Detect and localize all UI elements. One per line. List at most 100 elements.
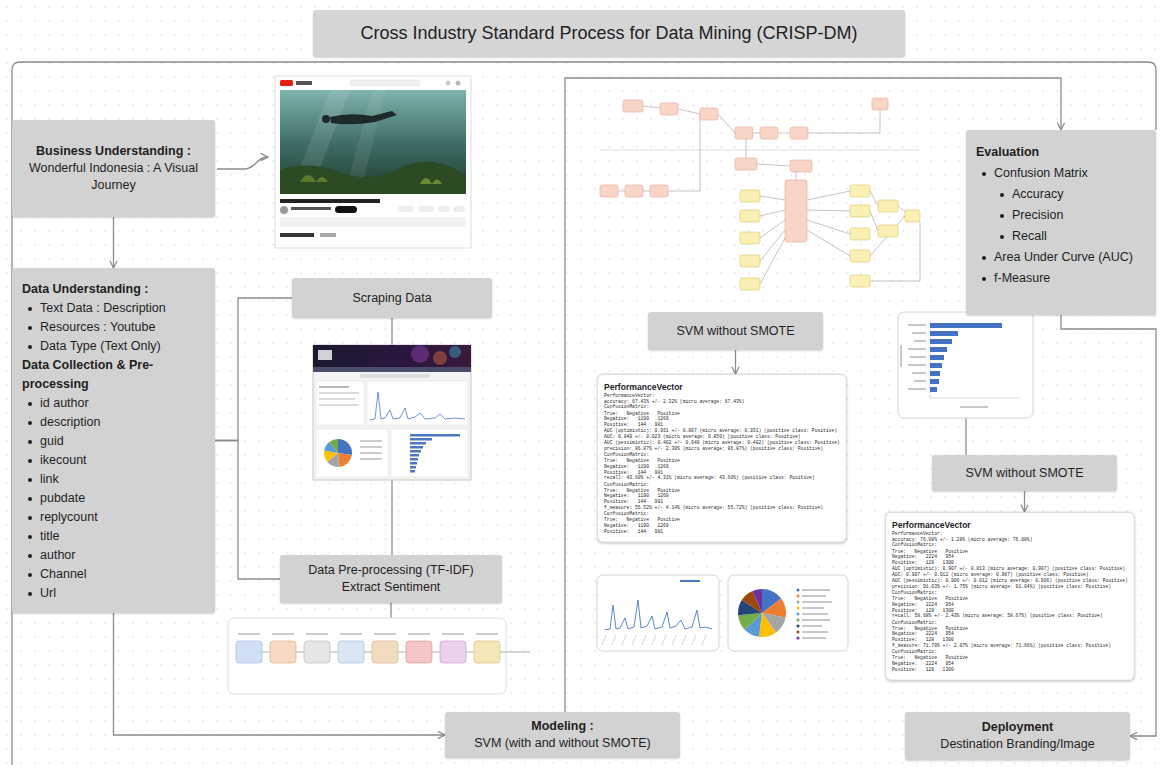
text-row: ConfusionMatrix: bbox=[604, 482, 840, 488]
node-text: SVM without SMOTE bbox=[676, 324, 794, 338]
node-text: accuracy: 76.08% +/- 1.28% (micro averag… bbox=[892, 537, 1032, 542]
text-row: f_measure: 55.52% +/- 4.14% (micro avera… bbox=[604, 505, 840, 511]
text-row: Resources : Youtube bbox=[22, 318, 205, 337]
node-text: PerformanceVector: bbox=[892, 531, 943, 536]
scraping-dashboard-screenshot-part bbox=[360, 452, 382, 454]
bar-chart-card-part-part bbox=[914, 380, 926, 382]
node-text: precision: 91.03% +/- 1.75% (micro avera… bbox=[892, 584, 1111, 589]
bullet-dot bbox=[28, 459, 32, 463]
operator-chain-screenshot-part bbox=[338, 641, 364, 663]
node-heading: Business Understanding : bbox=[36, 144, 191, 158]
node-text: Negative: 1190 1269 bbox=[604, 493, 669, 498]
text-row: Wonderful Indonesia : A Visual Journey bbox=[22, 160, 205, 194]
scraping-dashboard-screenshot-part-part bbox=[331, 446, 345, 460]
node-text: pubdate bbox=[40, 491, 85, 505]
node-text: AUC (optimistic): 0.907 +/- 0.013 (micro… bbox=[892, 566, 1125, 571]
process-diagram-screenshot-part-part bbox=[740, 210, 760, 222]
scraping-dashboard-screenshot-part bbox=[316, 381, 364, 425]
bar-chart-card-part bbox=[930, 320, 1020, 398]
operator-chain-screenshot-part-part bbox=[374, 633, 396, 635]
pie-chart-card-part-part bbox=[802, 625, 822, 627]
scraping-dashboard-screenshot-part bbox=[360, 458, 382, 460]
scraping-dashboard-screenshot-part bbox=[313, 345, 471, 367]
text-row: AUC: 0.907 +/- 0.012 (micro average: 0.9… bbox=[892, 572, 1128, 578]
bullet-dot bbox=[28, 326, 32, 330]
scraping-dashboard-screenshot-part-part bbox=[331, 446, 345, 460]
node-text: Negative: 2224 954 bbox=[892, 602, 954, 607]
node-text: ConfusionMatrix: bbox=[604, 452, 649, 457]
bullet-dot bbox=[28, 497, 32, 501]
text-row: Data Pre-processing (TF-IDF) bbox=[290, 562, 492, 579]
youtube-screenshot-part bbox=[275, 76, 471, 248]
youtube-screenshot bbox=[275, 76, 471, 248]
bar-chart-card-part-part bbox=[960, 406, 988, 408]
phase-box: Business Understanding : Wonderful Indone… bbox=[12, 120, 215, 217]
node-heading: Data Collection & Pre-processing bbox=[22, 358, 153, 391]
scraping-dashboard-screenshot-part-part bbox=[410, 434, 460, 437]
pie-chart-card-part bbox=[797, 607, 800, 610]
node-text: Positive: 128 1300 bbox=[892, 608, 954, 613]
pie-chart-card-part-part bbox=[750, 601, 774, 625]
node-text: AUC (optimistic): 0.931 +/- 0.007 (micro… bbox=[604, 428, 837, 433]
node-text: accuracy: 67.43% +/- 2.32% (micro averag… bbox=[604, 399, 744, 404]
pie-chart-card bbox=[728, 575, 848, 651]
text-row: f-Measure bbox=[976, 268, 1146, 289]
node-text: replycount bbox=[40, 510, 98, 524]
scraping-dashboard-screenshot-part-part bbox=[410, 450, 421, 453]
text-row: True: Negative Positive bbox=[892, 625, 1128, 631]
text-row: PerformanceVector: bbox=[604, 393, 840, 399]
text-row: ConfusionMatrix: bbox=[892, 649, 1128, 655]
operator-chain-screenshot-part-part bbox=[442, 633, 464, 635]
youtube-screenshot-part bbox=[330, 111, 397, 124]
bar-chart-card-part-part bbox=[930, 323, 1002, 328]
text-row: Positive: 144 981 bbox=[604, 422, 840, 428]
process-diagram-screenshot-part-part bbox=[872, 98, 888, 110]
node-text: Negative: 1190 1269 bbox=[604, 523, 669, 528]
pie-chart-card-part bbox=[797, 601, 800, 604]
text-row: ConfusionMatrix: bbox=[604, 405, 840, 411]
text-row: Negative: 1190 1269 bbox=[604, 464, 840, 470]
text-row: PerformanceVector: bbox=[892, 531, 1128, 537]
youtube-screenshot-part bbox=[320, 233, 336, 237]
text-row: Negative: 2224 954 bbox=[892, 602, 1128, 608]
node-text: author bbox=[40, 548, 75, 562]
process-diagram-screenshot-part-part bbox=[850, 185, 870, 197]
node-text: Positive: 144 981 bbox=[604, 422, 663, 427]
node-heading: Evaluation bbox=[976, 145, 1039, 159]
process-diagram-screenshot-part-part bbox=[850, 275, 870, 287]
operator-chain-screenshot-part-part bbox=[306, 633, 328, 635]
scraping-dashboard-screenshot-part bbox=[313, 367, 471, 372]
operator-chain-screenshot-part-part bbox=[340, 633, 362, 635]
text-row: title bbox=[22, 527, 205, 546]
process-diagram-screenshot-part-part bbox=[650, 185, 668, 197]
process-diagram-screenshot-part-part bbox=[785, 180, 807, 242]
node-heading: PerformanceVector bbox=[892, 520, 971, 529]
node-text: Area Under Curve (AUC) bbox=[994, 250, 1133, 264]
pie-chart-card-part-part bbox=[802, 601, 832, 603]
node-text: Extract Sentiment bbox=[342, 580, 441, 594]
bullet-dot bbox=[1000, 193, 1004, 197]
pie-chart-card-part-part bbox=[802, 613, 828, 615]
node-text: Scraping Data bbox=[352, 291, 431, 305]
pie-chart-card-part bbox=[797, 625, 800, 628]
text-row: Negative: 1190 1269 bbox=[604, 493, 840, 499]
operator-chain-screenshot-part-part bbox=[408, 633, 430, 635]
node-heading: Modeling : bbox=[531, 719, 594, 733]
pie-chart-card-part-part bbox=[802, 595, 826, 597]
text-row: Business Understanding : bbox=[22, 143, 205, 160]
text-row: pubdate bbox=[22, 489, 205, 508]
process-diagram-screenshot-part-part bbox=[878, 225, 898, 237]
bullet-dot bbox=[982, 277, 986, 281]
text-row: ConfusionMatrix: bbox=[604, 511, 840, 517]
youtube-screenshot-part bbox=[438, 206, 450, 212]
node-text: ConfusionMatrix: bbox=[892, 649, 937, 654]
scraping-dashboard-screenshot-part-part bbox=[410, 446, 423, 449]
text-row: AUC: 0.849 +/- 0.023 (micro average: 0.8… bbox=[604, 434, 840, 440]
pie-chart-card-part-part bbox=[750, 601, 774, 625]
pie-chart-card-part-part bbox=[750, 601, 774, 625]
scraping-dashboard-screenshot-part bbox=[319, 386, 349, 388]
text-row: Positive: 144 981 bbox=[604, 529, 840, 535]
text-row: recall: 43.60% +/- 4.31% (micro average:… bbox=[604, 476, 840, 482]
node-text: Resources : Youtube bbox=[40, 320, 155, 334]
node-text: True: Negative Positive bbox=[892, 655, 968, 660]
